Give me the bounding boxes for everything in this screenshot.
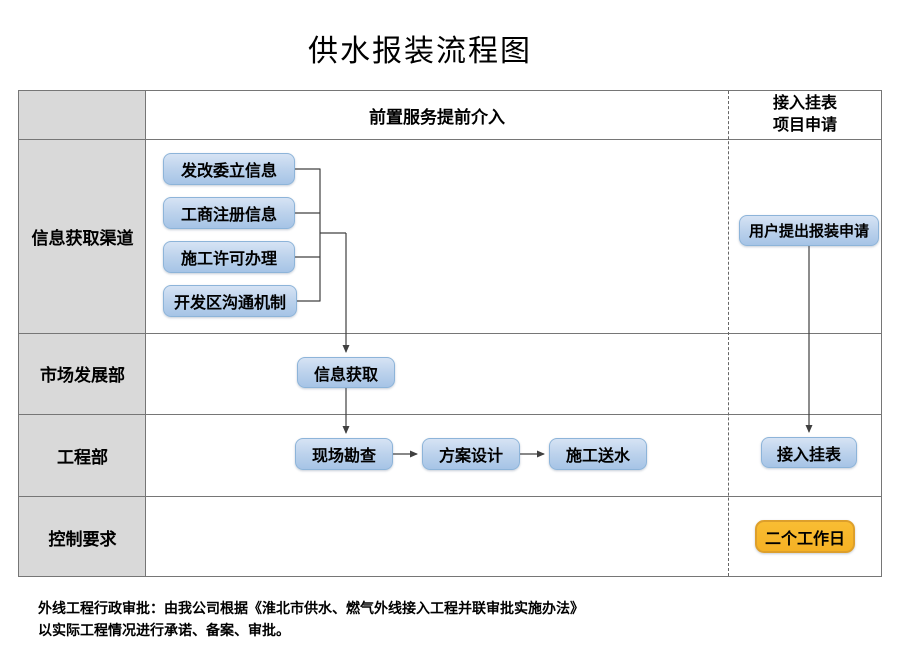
node-construction-water: 施工送水 [549, 438, 647, 470]
grid-line-row2-bottom [19, 414, 881, 415]
node-site-survey: 现场勘查 [295, 438, 393, 470]
lane-label-info-channels: 信息获取渠道 [31, 228, 134, 248]
footnote: 外线工程行政审批：由我公司根据《淮北市供水、燃气外线接入工程并联审批实施办法》 … [38, 599, 678, 643]
node-devzone-communication: 开发区沟通机制 [163, 285, 297, 317]
grid-line-row1-bottom [19, 333, 881, 334]
node-duration-badge: 二个工作日 [755, 520, 855, 553]
node-meter-install: 接入挂表 [761, 437, 857, 468]
dashed-section-divider [728, 91, 729, 576]
node-user-apply: 用户提出报装申请 [739, 215, 879, 246]
node-scheme-design: 方案设计 [422, 438, 520, 470]
lane-label-engineering-dept: 工程部 [57, 447, 108, 467]
grid-line-header-bottom [19, 139, 881, 140]
footnote-line1: 外线工程行政审批：由我公司根据《淮北市供水、燃气外线接入工程并联审批实施办法》 [38, 602, 584, 617]
lane-label-market-dept: 市场发展部 [40, 366, 125, 385]
node-construction-permit: 施工许可办理 [163, 241, 295, 273]
header-meter-application: 接入挂表 项目申请 [728, 91, 882, 139]
header-meter-application-line2: 项目申请 [772, 117, 837, 134]
header-meter-application-line1: 接入挂表 [772, 95, 837, 112]
node-ndrc-info: 发改委立信息 [163, 153, 295, 185]
footnote-line2: 以实际工程情况进行承诺、备案、审批。 [38, 624, 290, 639]
swimlane-table: 前置服务提前介入 接入挂表 项目申请 信息获取渠道 市场发展部 工程部 控制要求 [18, 90, 882, 577]
grid-line-row3-bottom [19, 496, 881, 497]
header-pre-service: 前置服务提前介入 [369, 107, 505, 127]
node-info-acquire: 信息获取 [297, 357, 395, 388]
node-business-registration-info: 工商注册信息 [163, 197, 295, 229]
page-title: 供水报装流程图 [308, 35, 532, 68]
lane-label-control-req: 控制要求 [48, 529, 117, 549]
